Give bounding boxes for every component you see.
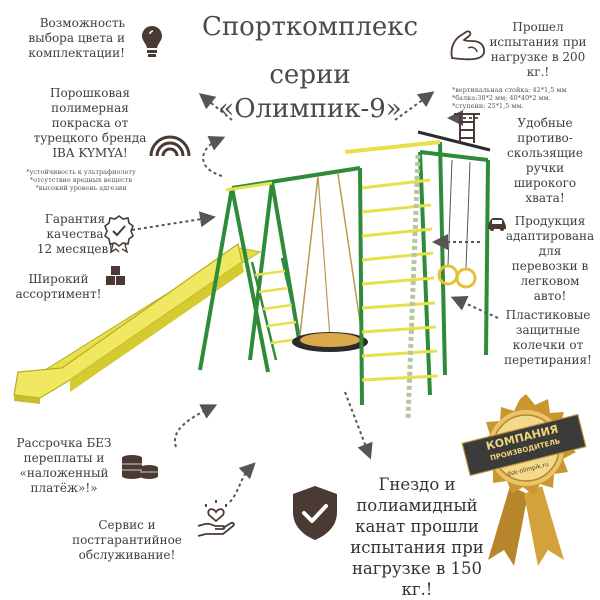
text-line: 12 месяцев! [36,242,114,256]
slide [13,242,262,404]
feature-color-choice: Возможность выбора цвета и комплектации! [0,16,125,61]
arrow-service [229,462,256,503]
feature-assortment: Широкий ассортимент! [6,272,111,302]
text-line: Гнездо и [378,475,456,494]
text-line: Удобные [517,116,573,130]
text-line: выбора цвета и [28,31,125,45]
arrow-warranty [131,211,216,231]
text-line: покраска от [51,116,129,130]
ladder-icon [454,113,480,143]
note-line: *ступени: 25*1,5 мм. [452,102,524,110]
text-line: Порошковая [50,86,130,100]
text-line: Прошел [512,20,564,34]
text-line: качества [46,227,104,241]
arrow-rings [450,295,499,319]
title-line-1: Спорткомплекс [201,12,419,42]
arrow-nest [344,391,373,460]
rainbow-icon [149,135,191,157]
text-line: испытания при [350,538,484,557]
car-icon [488,218,506,231]
text-line: платёж»!» [30,481,98,495]
text-line: хвата! [525,191,565,205]
text-line: адаптирована [505,229,595,243]
text-line: широкого [513,176,577,190]
nest-swing [292,173,368,352]
feature-tested-200: Прошел испытания при нагрузке в 200 кг.! [474,20,600,80]
feature-transport: Продукция адаптирована для перевозки в л… [498,214,600,304]
text-line: нагрузке в 200 [490,50,586,64]
text-line: Возможность [39,16,125,30]
note-line: *вертикальная стойка: 42*1,5 мм [452,86,567,94]
text-line: IBA KYMYA! [52,146,128,160]
text-line: перетирания! [504,353,592,367]
boxes-icon [106,266,125,285]
text-line: полиамидный [356,496,478,515]
text-line: защитные [515,323,581,337]
text-line: колечки от [512,338,584,352]
arrow-title-right [394,91,435,121]
manufacturer-seal: КОМПАНИЯ ПРОИЗВОДИТЕЛЬ dsk-olimpik.ru [461,390,587,568]
text-line: авто! [533,289,567,303]
feature-rings: Пластиковые защитные колечки от перетира… [496,308,600,368]
feature-service: Сервис и постгарантийное обслуживание! [64,518,190,563]
text-line: Широкий [28,272,89,286]
feature-powder-coating: Порошковая полимерная покраска от турецк… [20,86,160,161]
feature-nest-rope: Гнездо и полиамидный канат прошли испыта… [336,474,498,600]
arrow-installment [173,404,218,448]
note-line: *отсутствие вредных веществ [29,176,133,184]
coins-icon [122,455,158,479]
note-line: *балка:38*2 мм; 40*40*2 мм. [452,94,551,102]
ladder-rungs [361,178,439,382]
text-line: турецкого бренда [33,131,147,145]
text-line: Рассрочка БЕЗ [16,436,112,450]
lightbulb-icon [142,26,162,57]
shield-check-icon [293,486,337,540]
text-line: ассортимент! [15,287,102,301]
arrow-title-left [198,92,233,121]
text-line: ручки [525,161,565,175]
text-line: Пластиковые [505,308,591,322]
title-line-2: серии «Олимпик-9» [218,60,402,124]
text-line: «наложенный [19,466,109,480]
text-line: кг.! [401,580,433,599]
text-line: для [538,244,562,258]
powder-notes: *устойчивость к ультрафиолету *отсутстви… [6,168,156,192]
side-ladder [250,257,304,361]
gym-rings [437,159,477,289]
note-line: *высокий уровень адгезии [35,184,127,192]
text-line: комплектации! [28,46,125,60]
care-hand-icon [197,500,235,537]
text-line: легковом [520,274,580,288]
specs-notes: *вертикальная стойка: 42*1,5 мм *балка:3… [452,86,600,110]
text-line: Продукция [514,214,586,228]
text-line: канат прошли [355,517,479,536]
text-line: кг.! [526,65,550,79]
climbing-rope [405,154,421,421]
climbing-tower [344,130,491,406]
feature-installment: Рассрочка БЕЗ переплаты и «наложенный пл… [8,436,120,496]
page-title: Спорткомплекс серии «Олимпик-9» [180,10,440,126]
feature-warranty: Гарантия качества 12 месяцев! [20,212,130,257]
text-line: полимерная [51,101,129,115]
text-line: испытания при [489,35,587,49]
feature-handles: Удобные противо- скользящие ручки широко… [490,116,600,206]
text-line: противо- [517,131,573,145]
muscle-arm-icon [450,30,485,61]
text-line: скользящие [507,146,583,160]
text-line: переплаты и [23,451,105,465]
top-beam-yellow [225,181,273,192]
text-line: нагрузке в 150 [351,559,483,578]
arrow-powder [202,135,226,177]
note-line: *устойчивость к ультрафиолету [26,168,136,176]
text-line: перевозки в [511,259,589,273]
text-line: Сервис и [98,518,156,532]
text-line: Гарантия [44,212,106,226]
text-line: обслуживание! [78,548,176,562]
quality-badge-icon [104,215,134,254]
text-line: постгарантийное [72,533,182,547]
